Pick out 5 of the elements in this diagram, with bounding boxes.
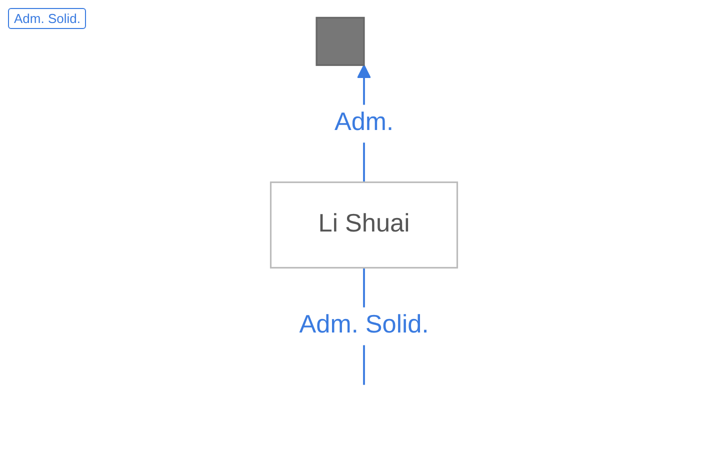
label-text: Adm. Solid. bbox=[8, 8, 86, 29]
edge-label: Adm. bbox=[334, 109, 394, 136]
edge-label: Adm. Solid. bbox=[299, 312, 429, 339]
node-box: Li Shuai bbox=[270, 181, 458, 269]
node-box bbox=[316, 16, 365, 66]
